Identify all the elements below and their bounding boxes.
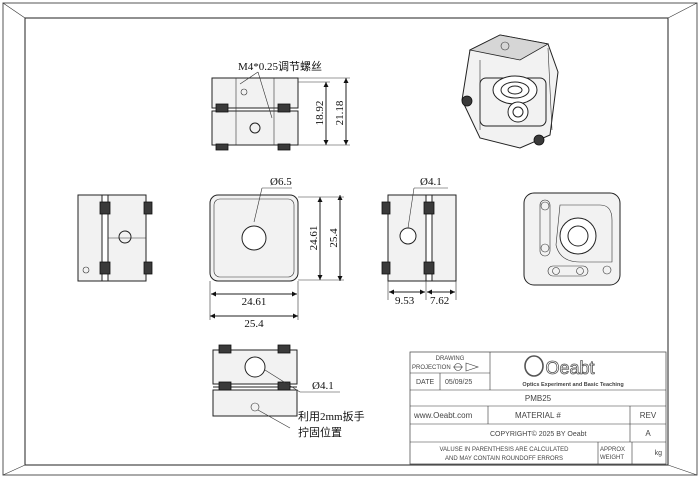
- website: www.Oeabt.com: [413, 411, 473, 420]
- weight-unit: kg: [655, 450, 663, 457]
- isometric-view: [461, 34, 559, 149]
- rev-value: A: [645, 429, 651, 438]
- dim-21-18: 21.18: [334, 100, 346, 125]
- logo-text: Oeabt: [545, 358, 594, 378]
- date-value: 05/09/25: [445, 379, 472, 386]
- dim-18-92: 18.92: [314, 101, 326, 126]
- dim-phi-6-5: Ø6.5: [270, 176, 292, 188]
- bottom-view: [212, 344, 340, 429]
- front-view: [209, 187, 344, 320]
- left-side-view: [77, 194, 153, 282]
- copyright: COPYRIGHT© 2025 BY Oeabt: [490, 430, 587, 438]
- dim-24-61-horizontal: 24.61: [242, 296, 267, 308]
- part-number: PMB25: [525, 394, 552, 403]
- wrench-note-line1: 利用2mm扳手: [298, 409, 365, 423]
- title-block: [409, 351, 667, 465]
- logo-subtitle: Optics Experiment and Basic Teaching: [522, 382, 623, 388]
- dim-25-4-horizontal: 25.4: [244, 318, 264, 330]
- dim-phi-4-1-bottom: Ø4.1: [312, 380, 334, 392]
- rear-view: [523, 192, 621, 286]
- note-line1: VALUSE IN PARENTHESIS ARE CALCULATED: [439, 447, 569, 453]
- right-side-view: [381, 187, 457, 300]
- dim-24-61-vertical: 24.61: [308, 226, 320, 251]
- note-line2: AND MAY CONTAIN ROUNDOFF ERRORS: [445, 456, 563, 462]
- wrench-note-line2: 拧固位置: [298, 425, 342, 439]
- approx-label: APPROX: [600, 447, 625, 453]
- dim-25-4-vertical: 25.4: [328, 228, 340, 248]
- dim-7-62: 7.62: [430, 295, 449, 307]
- dim-9-53: 9.53: [395, 295, 415, 307]
- dim-phi-4-1-side: Ø4.1: [420, 176, 442, 188]
- date-label: DATE: [416, 379, 434, 386]
- inner-border: [24, 17, 669, 466]
- top-view: [211, 71, 350, 151]
- weight-label: WEIGHT: [600, 455, 624, 461]
- drawing-label: DRAWING: [436, 356, 465, 362]
- projection-label: PROJECTION: [412, 365, 451, 371]
- material-label: MATERIAL #: [515, 411, 561, 420]
- thread-note: M4*0.25调节螺丝: [238, 60, 322, 73]
- rev-label: REV: [640, 411, 657, 420]
